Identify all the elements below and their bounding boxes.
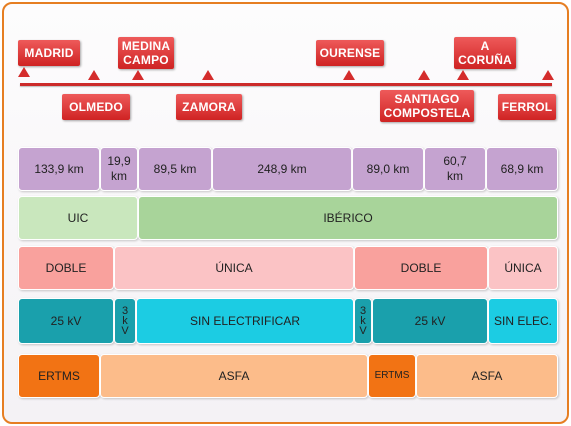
electrification-char: k [360,315,366,327]
station-name-line: CORUÑA [458,53,512,67]
station-marker-santiago-compostela [418,70,430,80]
station-name-line: OURENSE [319,46,381,60]
electrification-segment-3kv: 3 k V [114,298,136,344]
distance-segment: 60,7 km [424,147,486,191]
gauge-label: IBÉRICO [323,211,373,225]
track-segment-doble: DOBLE [354,246,488,290]
distance-value: 60,7 [443,154,467,168]
gauge-segment-uic: UIC [18,196,138,240]
station-label-ferrol: FERROL [498,94,556,120]
electrification-label: 25 kV [414,314,446,328]
electrification-char: 3 [359,305,367,317]
track-segment-doble: DOBLE [18,246,114,290]
electrification-label: SIN ELECTRIFICAR [189,314,300,328]
signalling-label: ERTMS [374,370,410,381]
electrification-char: 3 [121,305,129,317]
station-name-line: A [480,39,490,53]
station-name-line: SANTIAGO [394,92,460,106]
station-name-line: ZAMORA [182,100,236,114]
signalling-label: ERTMS [38,369,80,383]
distance-value: 89,0 km [366,162,410,176]
station-marker-a-coruna [457,70,469,80]
track-label: ÚNICA [504,261,542,275]
electrification-char: k [122,315,128,327]
station-marker-ferrol [542,70,554,80]
station-name-line: MEDINA [121,39,171,53]
station-name-line: MADRID [24,46,74,60]
station-label-medina-campo: MEDINA CAMPO [118,37,174,69]
station-label-madrid: MADRID [18,40,80,66]
distance-value: 19,9 [107,154,131,168]
distance-segment: 248,9 km [212,147,352,191]
signalling-row: ERTMS ASFA ERTMS ASFA [18,354,558,398]
station-marker-ourense [343,70,355,80]
distance-segment: 19,9 km [100,147,138,191]
distance-segment: 133,9 km [18,147,100,191]
electrification-segment-sin-elec: SIN ELEC. [488,298,558,344]
distance-value: 68,9 km [500,162,544,176]
signalling-segment-ertms: ERTMS [18,354,100,398]
distance-unit: km [111,169,127,183]
station-name-line: COMPOSTELA [383,106,471,120]
distance-unit: km [447,169,463,183]
electrification-label: SIN ELEC. [493,314,553,328]
station-label-a-coruna: A CORUÑA [454,37,516,69]
station-name-line: CAMPO [123,53,169,67]
distance-value: 89,5 km [153,162,197,176]
signalling-label: ASFA [218,369,250,383]
station-label-santiago-compostela: SANTIAGO COMPOSTELA [380,90,474,122]
station-marker-medina-campo [132,70,144,80]
distance-segment: 68,9 km [486,147,558,191]
distance-value: 248,9 km [257,162,307,176]
route-line [20,83,552,86]
electrification-segment-3kv: 3 k V [354,298,372,344]
station-label-olmedo: OLMEDO [62,94,130,120]
signalling-segment-ertms: ERTMS [368,354,416,398]
track-segment-unica: ÚNICA [114,246,354,290]
signalling-segment-asfa: ASFA [416,354,558,398]
distance-value: 133,9 km [34,162,84,176]
station-marker-zamora [202,70,214,80]
distance-segment: 89,5 km [138,147,212,191]
track-label: ÚNICA [215,261,253,275]
signalling-label: ASFA [471,369,503,383]
station-name-line: OLMEDO [69,100,123,114]
distance-segment: 89,0 km [352,147,424,191]
track-segment-unica: ÚNICA [488,246,558,290]
gauge-label: UIC [67,211,89,225]
signalling-segment-asfa: ASFA [100,354,368,398]
electrification-char: V [359,325,367,337]
electrification-segment-25kv: 25 kV [372,298,488,344]
electrification-segment-sin-electrificar: SIN ELECTRIFICAR [136,298,354,344]
distance-row: 133,9 km 19,9 km 89,5 km 248,9 km 89,0 k… [18,147,558,191]
track-row: DOBLE ÚNICA DOBLE ÚNICA [18,246,558,290]
electrification-segment-25kv: 25 kV [18,298,114,344]
electrification-char: V [121,325,129,337]
station-name-line: FERROL [501,100,553,114]
station-marker-madrid [18,67,30,77]
track-label: DOBLE [45,261,87,275]
electrification-label: 25 kV [50,314,82,328]
station-marker-olmedo [88,70,100,80]
station-label-zamora: ZAMORA [176,94,242,120]
gauge-row: UIC IBÉRICO [18,196,558,240]
gauge-segment-iberico: IBÉRICO [138,196,558,240]
station-label-ourense: OURENSE [316,40,384,66]
electrification-row: 25 kV 3 k V SIN ELECTRIFICAR 3 k V 25 kV… [18,298,558,344]
track-label: DOBLE [400,261,442,275]
